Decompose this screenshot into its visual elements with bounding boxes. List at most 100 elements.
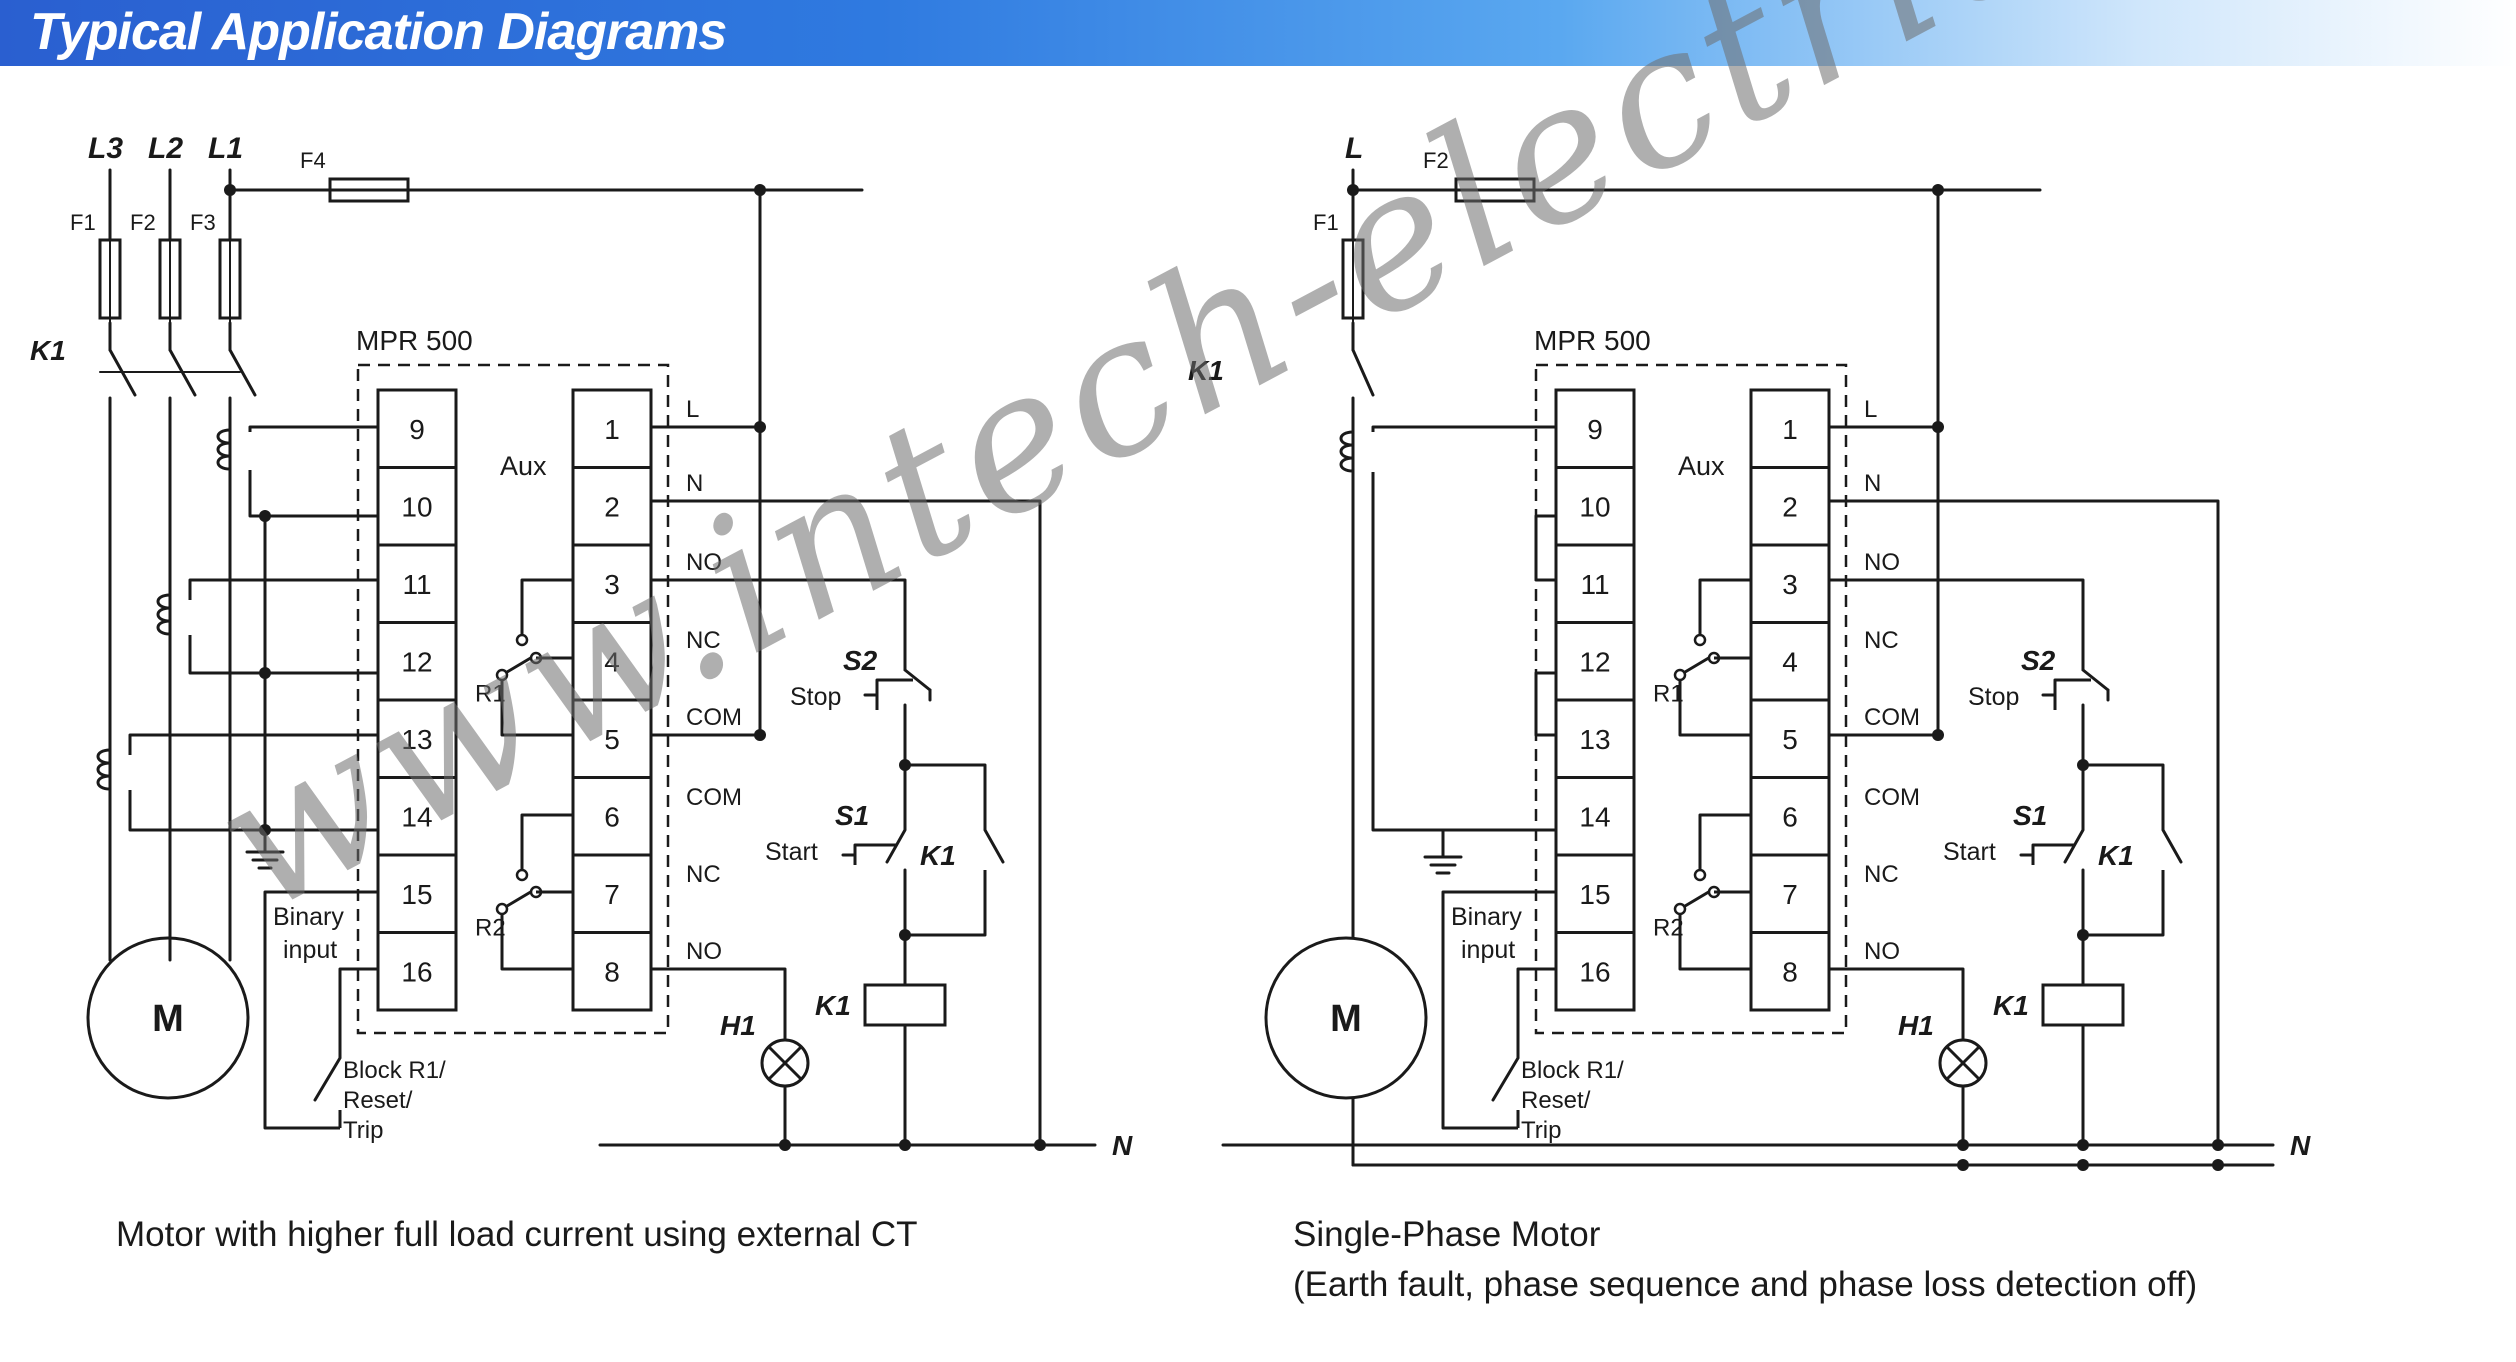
- terminal-number: 12: [1579, 646, 1610, 677]
- junction-dot: [1957, 1159, 1969, 1171]
- contact-terminal: [1673, 902, 1687, 916]
- relay-wire: [520, 813, 573, 875]
- relay-wire: [500, 675, 573, 737]
- block-label: Trip: [343, 1117, 383, 1144]
- block-label: Reset/: [343, 1087, 413, 1114]
- terminal-number: 13: [1579, 724, 1610, 755]
- terminal-number: 1: [604, 414, 620, 445]
- lamp-icon: [1945, 1045, 1981, 1081]
- terminal-number: 4: [1782, 646, 1798, 677]
- ct-wire: [248, 470, 378, 518]
- terminal-number: 9: [409, 414, 425, 445]
- ct-coil-icon: [216, 428, 231, 471]
- contact-terminal: [1693, 868, 1707, 882]
- terminal-label: NO: [686, 549, 722, 576]
- relay-label: R1: [1653, 681, 1684, 708]
- relay-wire: [1698, 578, 1751, 640]
- terminal-number: 5: [604, 724, 620, 755]
- left-caption: Motor with higher full load current usin…: [116, 1215, 918, 1254]
- terminal-number: 1: [1782, 414, 1798, 445]
- lamp-wire: [651, 967, 787, 1040]
- binary-input-wire: [1441, 890, 1556, 1130]
- ct-wire: [1371, 472, 1556, 832]
- control-wire: [905, 763, 987, 830]
- terminal-number: 15: [401, 879, 432, 910]
- contact-terminal: [1673, 668, 1687, 682]
- terminal-label: NO: [1864, 549, 1900, 576]
- binary-input-wire: [1516, 967, 1556, 1058]
- control-wire: [905, 870, 987, 937]
- relay-label: R2: [475, 915, 506, 942]
- fuse-label: F3: [190, 210, 216, 235]
- fuse-label: F2: [130, 210, 156, 235]
- start-label: Start: [1943, 838, 1996, 866]
- terminal-label: COM: [1864, 704, 1920, 731]
- block-switch-icon: [313, 1056, 342, 1102]
- terminal-number: 16: [401, 956, 432, 987]
- phase-label: L2: [148, 132, 183, 165]
- motor-label: M: [1330, 998, 1362, 1040]
- junction-dot: [1957, 1139, 1969, 1151]
- aux-label: Aux: [1678, 451, 1725, 481]
- terminal-number: 11: [402, 569, 431, 600]
- k1-main-contact-icon: [228, 348, 257, 397]
- contact-terminal: [515, 633, 529, 647]
- block-switch-icon: [1491, 1056, 1520, 1102]
- terminal-label: N: [686, 470, 703, 497]
- lamp-label: H1: [720, 1010, 756, 1041]
- binary-input-label: Binary: [1451, 903, 1522, 931]
- ct-wire: [1371, 425, 1556, 432]
- supply-fuse-label: F2: [1423, 148, 1449, 173]
- block-label: Block R1/: [1521, 1057, 1624, 1084]
- control-wire: [2083, 870, 2165, 937]
- mpr-500-dashed-box: [356, 363, 670, 1035]
- k1-coil-label: K1: [1993, 990, 2029, 1021]
- junction-dot: [2077, 1139, 2089, 1151]
- ct-coil-icon: [156, 593, 171, 636]
- terminal-label: N: [1864, 470, 1881, 497]
- ct-wire: [248, 425, 378, 432]
- terminal-number: 3: [1782, 569, 1798, 600]
- terminal-number: 14: [401, 801, 432, 832]
- phase-label: L: [1345, 132, 1363, 165]
- relay-label: R2: [1653, 915, 1684, 942]
- terminal-label: NO: [1864, 938, 1900, 965]
- stop-switch-icon: [2081, 668, 2110, 692]
- stop-name: S2: [2021, 645, 2056, 676]
- relay-label: R1: [475, 681, 506, 708]
- start-name: S1: [835, 800, 869, 831]
- terminal-label: NC: [1864, 627, 1899, 654]
- control-wire: [651, 578, 907, 670]
- supply-fuse-label: F4: [300, 148, 326, 173]
- device-label: MPR 500: [356, 325, 473, 356]
- stop-switch-icon: [903, 668, 932, 692]
- junction-dot: [259, 824, 271, 836]
- motor-label: M: [152, 998, 184, 1040]
- neutral-label: N: [1112, 1130, 1133, 1161]
- start-pushbutton-icon: [853, 843, 897, 865]
- terminal-number: 16: [1579, 956, 1610, 987]
- junction-dot: [779, 1139, 791, 1151]
- terminal-label: NC: [1864, 861, 1899, 888]
- terminal-number: 12: [401, 646, 432, 677]
- binary-input-label: input: [283, 936, 337, 964]
- stop-pushbutton-icon: [2053, 678, 2091, 710]
- ct-coil-icon: [1339, 430, 1354, 473]
- contactor-label: K1: [1188, 355, 1224, 386]
- contact-terminal: [495, 902, 509, 916]
- terminal-number: 7: [604, 879, 620, 910]
- stop-label: Stop: [790, 683, 841, 711]
- terminal-number: 4: [604, 646, 620, 677]
- junction-dot: [259, 667, 271, 679]
- jumper-wire: [1534, 514, 1556, 582]
- block-label: Reset/: [1521, 1087, 1591, 1114]
- terminal-label: COM: [1864, 784, 1920, 811]
- relay-wire: [500, 909, 573, 971]
- stop-name: S2: [843, 645, 878, 676]
- terminal-number: 10: [401, 491, 432, 522]
- relay-wire: [1698, 813, 1751, 875]
- k1-coil-label: K1: [815, 990, 851, 1021]
- terminal-16: [376, 931, 458, 1012]
- terminal-number: 15: [1579, 879, 1610, 910]
- right-caption-line1: Single-Phase Motor: [1293, 1215, 1601, 1254]
